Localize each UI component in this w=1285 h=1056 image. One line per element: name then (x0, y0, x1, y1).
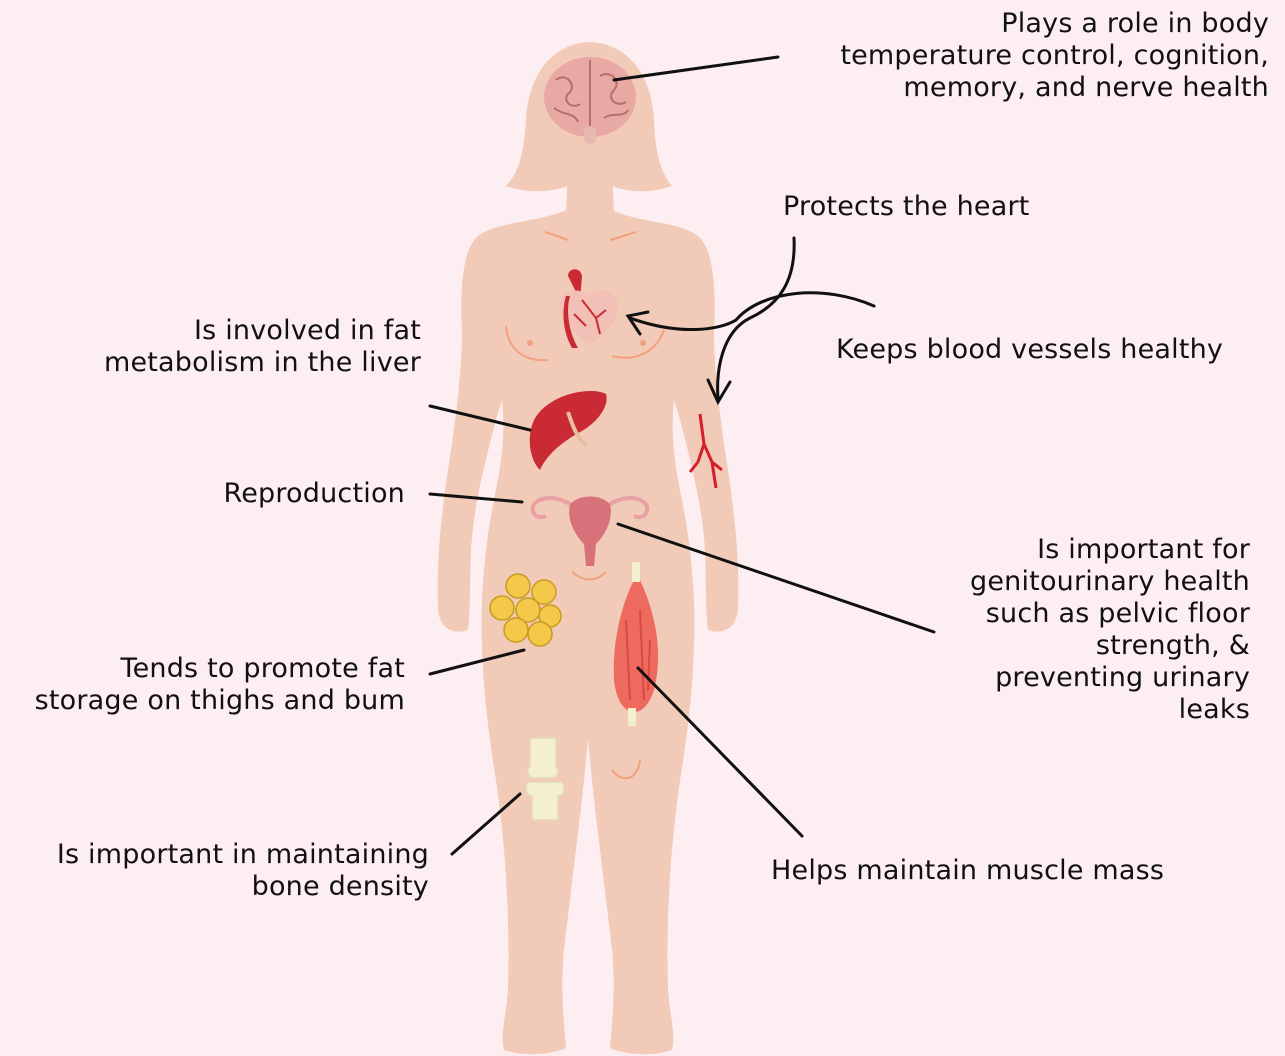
reproduction-label: Reproduction (223, 478, 405, 510)
fat-label: Tends to promote fat storage on thighs a… (35, 653, 405, 717)
brain-label: Plays a role in body temperature control… (840, 8, 1269, 104)
bone-label: Is important in maintaining bone density (57, 839, 429, 903)
heart-label: Protects the heart (783, 191, 1030, 223)
vessels-label: Keeps blood vessels healthy (836, 334, 1223, 366)
muscle-label: Helps maintain muscle mass (771, 855, 1164, 887)
genitourinary-label: Is important for genitourinary health su… (970, 534, 1250, 726)
vessel-arrow (718, 238, 795, 398)
liver-label: Is involved in fat metabolism in the liv… (104, 315, 421, 379)
brain-pointer (614, 57, 778, 80)
